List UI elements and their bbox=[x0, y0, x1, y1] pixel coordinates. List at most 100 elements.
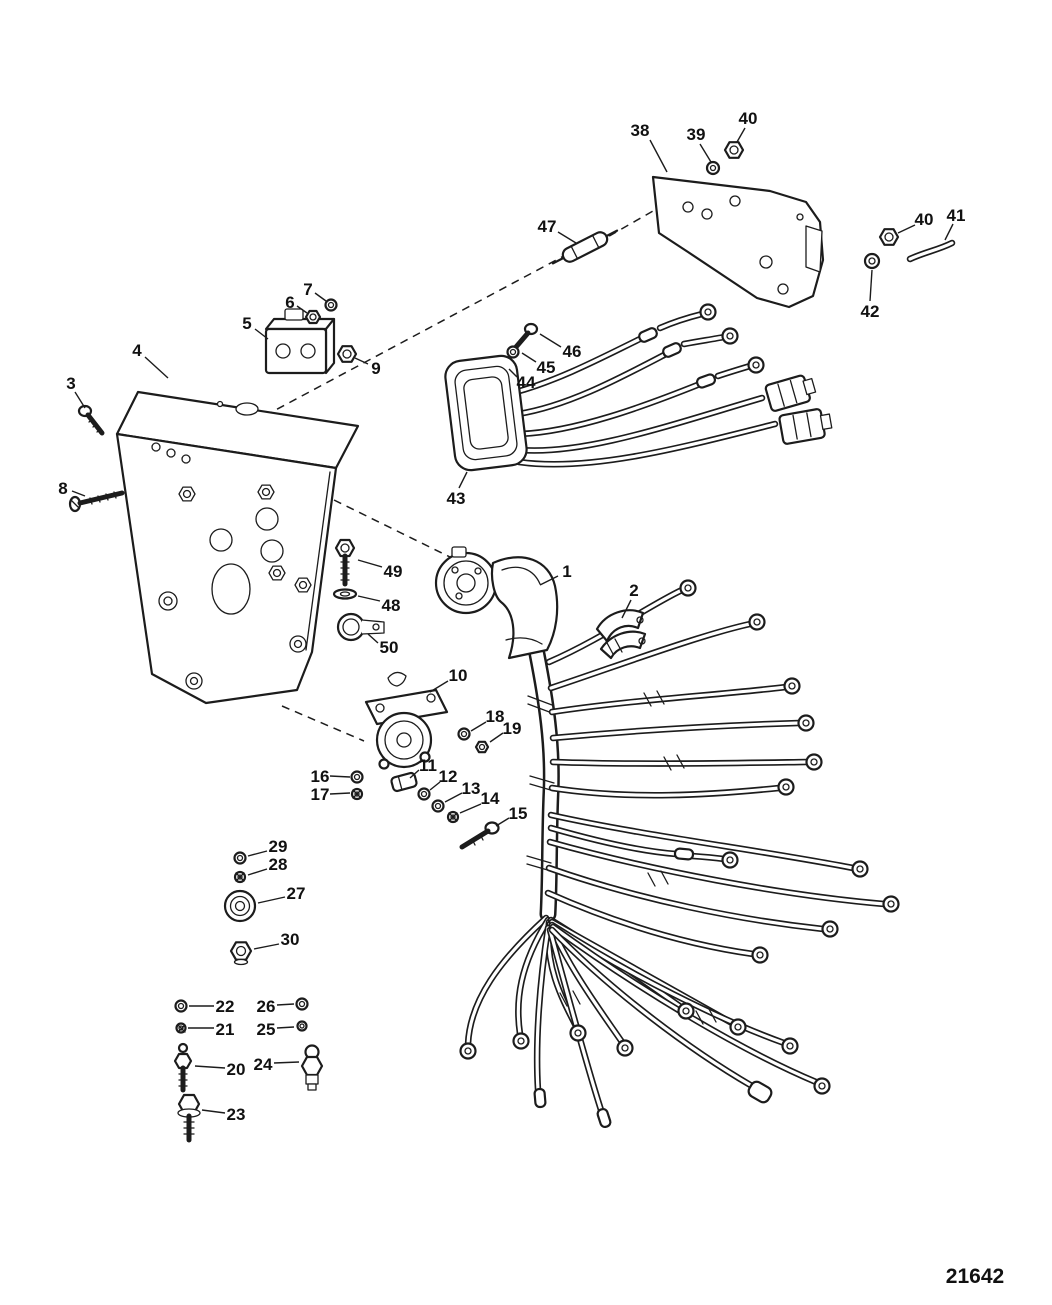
harness-connector-part-1 bbox=[434, 546, 559, 660]
callout-leader-13 bbox=[444, 792, 463, 803]
callout-21: 21 bbox=[216, 1020, 235, 1039]
nut-part-6 bbox=[304, 309, 322, 325]
nut-part-30 bbox=[229, 941, 253, 966]
callout-2: 2 bbox=[629, 581, 638, 600]
washer-part-42 bbox=[863, 252, 881, 270]
callout-26: 26 bbox=[257, 997, 276, 1016]
bullet-connector bbox=[533, 1087, 547, 1109]
callout-19: 19 bbox=[503, 719, 522, 738]
screw-part-8 bbox=[68, 490, 125, 513]
callout-leader-5 bbox=[254, 328, 269, 340]
nut-part-40-right bbox=[878, 228, 900, 246]
callout-leader-6 bbox=[296, 305, 308, 314]
callout-22: 22 bbox=[216, 997, 235, 1016]
ring-terminal bbox=[699, 303, 717, 321]
callout-40: 40 bbox=[739, 109, 758, 128]
bracket-part-38 bbox=[651, 175, 825, 309]
callout-27: 27 bbox=[287, 884, 306, 903]
ring-terminal bbox=[748, 613, 766, 631]
callout-1: 1 bbox=[562, 562, 571, 581]
callout-50: 50 bbox=[380, 638, 399, 657]
harness-connector-housing-part-43 bbox=[444, 354, 528, 472]
washer-part-26 bbox=[295, 997, 309, 1011]
wire-plug-a bbox=[764, 374, 817, 412]
callout-leader-42 bbox=[869, 269, 873, 302]
callout-30: 30 bbox=[281, 930, 300, 949]
callout-leader-10 bbox=[429, 680, 449, 693]
callout-leader-40 bbox=[736, 127, 746, 143]
ring-terminal bbox=[751, 946, 769, 964]
callout-leader-18 bbox=[470, 721, 487, 732]
alignment-dashed-lines bbox=[239, 210, 654, 742]
callout-49: 49 bbox=[384, 562, 403, 581]
fitting-part-23 bbox=[177, 1093, 201, 1143]
callout-7: 7 bbox=[303, 280, 312, 299]
ring-terminal bbox=[821, 920, 839, 938]
washer-part-39 bbox=[705, 160, 721, 176]
foreground-parts bbox=[434, 354, 833, 1025]
callout-28: 28 bbox=[269, 855, 288, 874]
callout-leader-29 bbox=[247, 850, 268, 857]
callout-13: 13 bbox=[462, 779, 481, 798]
callout-4: 4 bbox=[132, 341, 142, 360]
callout-leader-43 bbox=[458, 471, 468, 489]
ring-terminal bbox=[616, 1039, 634, 1057]
callout-leader-3 bbox=[74, 391, 86, 409]
callout-leader-8 bbox=[71, 490, 86, 497]
bullet-connector bbox=[638, 327, 658, 343]
callout-leader-9 bbox=[354, 357, 369, 365]
washer-part-22 bbox=[174, 999, 188, 1013]
screw-part-15 bbox=[459, 821, 500, 850]
washer-part-13 bbox=[431, 799, 445, 813]
callout-leader-41 bbox=[944, 223, 954, 241]
terminal-cap bbox=[747, 1080, 773, 1104]
callout-44: 44 bbox=[517, 373, 536, 392]
callout-23: 23 bbox=[227, 1105, 246, 1124]
callout-5: 5 bbox=[242, 314, 251, 333]
callout-leader-39 bbox=[699, 143, 712, 163]
lock-washer-part-17 bbox=[350, 787, 364, 801]
callout-41: 41 bbox=[947, 206, 966, 225]
callout-leader-20 bbox=[194, 1065, 226, 1069]
harness-wires bbox=[459, 239, 956, 1129]
ring-terminal bbox=[805, 753, 823, 771]
wire-plug-b bbox=[778, 408, 833, 445]
inline-connector-part-47 bbox=[551, 229, 619, 265]
callout-18: 18 bbox=[486, 707, 505, 726]
ring-terminal bbox=[783, 677, 801, 695]
callout-20: 20 bbox=[227, 1060, 246, 1079]
bullet-connector bbox=[662, 342, 682, 358]
callout-47: 47 bbox=[538, 217, 557, 236]
callout-leader-45 bbox=[521, 352, 537, 363]
screw-part-3 bbox=[77, 404, 105, 436]
callout-leader-12 bbox=[429, 781, 441, 791]
bullet-connector bbox=[673, 847, 695, 861]
grommet-part-27 bbox=[223, 889, 257, 923]
star-washer-part-21 bbox=[175, 1022, 187, 1034]
callout-25: 25 bbox=[257, 1020, 276, 1039]
tape-band-marks bbox=[559, 638, 717, 1025]
callout-48: 48 bbox=[382, 596, 401, 615]
callout-leader-44 bbox=[508, 368, 518, 378]
bullet-connector bbox=[596, 1107, 612, 1129]
callout-15: 15 bbox=[509, 804, 528, 823]
callout-9: 9 bbox=[371, 359, 380, 378]
callout-leader-4 bbox=[144, 356, 169, 379]
callout-leader-49 bbox=[357, 559, 383, 568]
nut-part-40-top bbox=[723, 141, 745, 159]
star-washer-part-28 bbox=[233, 870, 247, 884]
nut-part-9 bbox=[336, 345, 358, 363]
callout-38: 38 bbox=[631, 121, 650, 140]
callout-leader-23 bbox=[201, 1109, 226, 1114]
callout-leader-25 bbox=[276, 1026, 295, 1029]
callout-leader-7 bbox=[314, 292, 327, 302]
harness-trunk bbox=[526, 645, 560, 923]
callout-leader-19 bbox=[489, 732, 504, 743]
callout-leader-2 bbox=[621, 599, 632, 619]
washer-part-29 bbox=[233, 851, 247, 865]
callout-leader-40 bbox=[897, 224, 916, 234]
ring-terminal bbox=[747, 356, 765, 374]
callout-6: 6 bbox=[285, 293, 294, 312]
